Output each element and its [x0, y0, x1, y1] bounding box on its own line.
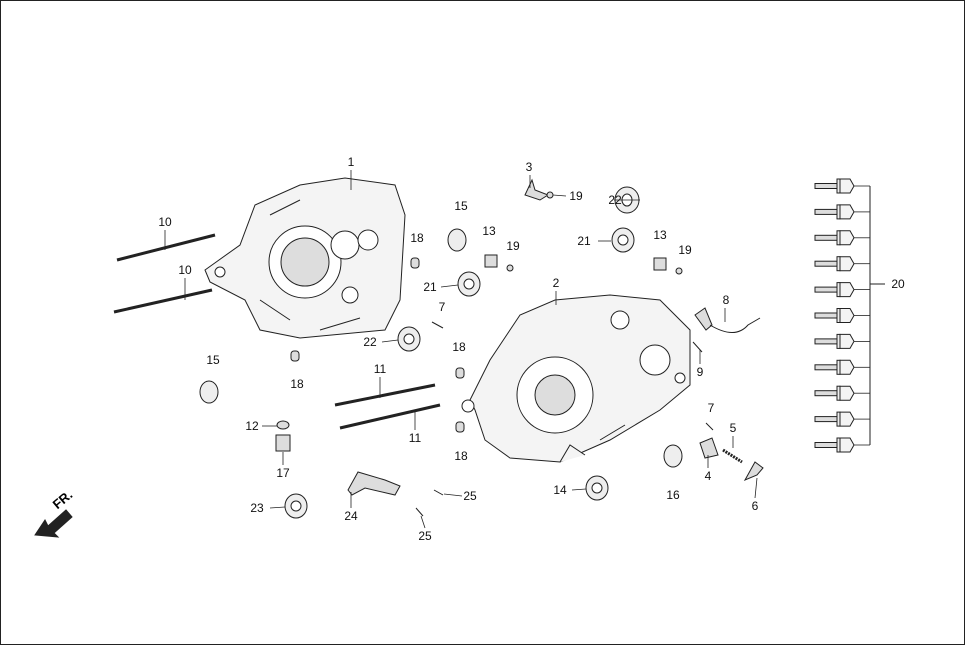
callout-17: 17 [276, 466, 290, 480]
callout-25: 25 [463, 489, 477, 503]
flange-bolts-20 [814, 178, 885, 453]
flange-bolt [814, 385, 870, 401]
stud-bolts-10 [113, 233, 216, 314]
callout-16: 16 [666, 488, 680, 502]
callout-22: 22 [608, 193, 622, 207]
dowel-pins [290, 257, 465, 433]
callout-18: 18 [410, 231, 424, 245]
callout-15: 15 [206, 353, 220, 367]
flange-bolt [814, 411, 870, 427]
flange-bolt [814, 359, 870, 375]
callout-14: 14 [553, 483, 567, 497]
left-crankcase [204, 177, 406, 339]
callout-21: 21 [423, 280, 437, 294]
callout-22: 22 [363, 335, 377, 349]
flange-bolt [814, 230, 870, 246]
callout-9: 9 [696, 365, 704, 379]
leader-lines [164, 170, 758, 529]
callout-11: 11 [373, 362, 387, 376]
callout-19: 19 [678, 243, 692, 257]
callout-18: 18 [454, 449, 468, 463]
flange-bolt [814, 437, 870, 453]
flange-bolt [814, 282, 870, 298]
flange-bolt [814, 256, 870, 272]
callout-20: 20 [891, 277, 905, 291]
callout-10: 10 [178, 263, 192, 277]
flange-bolt [814, 308, 870, 323]
bearings [199, 186, 683, 519]
stud-bolts-11 [334, 383, 441, 430]
callout-11: 11 [408, 431, 422, 445]
callout-3: 3 [525, 160, 533, 174]
front-arrow-icon [34, 509, 73, 538]
callout-12: 12 [245, 419, 259, 433]
callout-18: 18 [452, 340, 466, 354]
callout-6: 6 [751, 499, 759, 513]
callout-15: 15 [454, 199, 468, 213]
callout-18: 18 [290, 377, 304, 391]
callout-21: 21 [577, 234, 591, 248]
flange-bolt [814, 204, 870, 220]
callout-1: 1 [347, 155, 355, 169]
callout-13: 13 [653, 228, 667, 242]
callout-5: 5 [729, 421, 737, 435]
callout-4: 4 [704, 469, 712, 483]
callout-24: 24 [344, 509, 358, 523]
flange-bolt [814, 333, 870, 349]
callout-7: 7 [707, 401, 715, 415]
callout-8: 8 [722, 293, 730, 307]
callout-19: 19 [506, 239, 520, 253]
callout-2: 2 [552, 276, 560, 290]
right-crankcase [461, 294, 691, 463]
callout-10: 10 [158, 215, 172, 229]
callout-23: 23 [250, 501, 264, 515]
callout-19: 19 [569, 189, 583, 203]
callout-25: 25 [418, 529, 432, 543]
flange-bolt [814, 178, 870, 194]
callout-13: 13 [482, 224, 496, 238]
callout-7: 7 [438, 300, 446, 314]
